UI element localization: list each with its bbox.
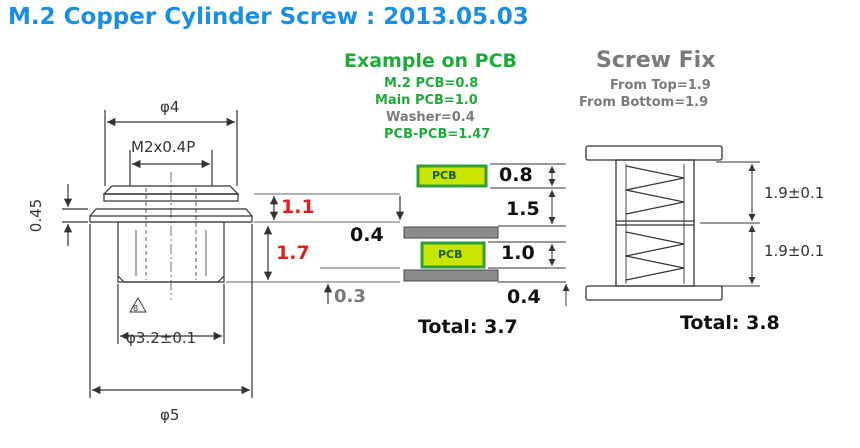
stack-dim-3: 0.4: [507, 286, 541, 308]
pcb-bottom-label: PCB: [438, 248, 463, 261]
example-line-main: Main PCB=1.0: [375, 93, 478, 108]
mark-label: 8: [133, 304, 139, 313]
top-dia-label: φ4: [160, 98, 180, 116]
stack-dim-1: 1.5: [506, 198, 540, 220]
example-total: Total: 3.7: [418, 316, 518, 338]
red-dim-top: 1.1: [281, 196, 315, 218]
example-line-m2: M.2 PCB=0.8: [384, 76, 479, 91]
screw-fix-heading: Screw Fix: [596, 48, 716, 73]
washer-gap-label: 0.4: [350, 224, 384, 246]
example-line-washer: Washer=0.4: [386, 110, 475, 125]
screw-fix-line-top: From Top=1.9: [610, 78, 711, 93]
thread-label: M2x0.4P: [131, 138, 196, 156]
fix-dim-bottom: 1.9±0.1: [764, 242, 825, 260]
screw-fix: [585, 145, 760, 301]
red-dim-bottom: 1.7: [276, 242, 310, 264]
stack-dim-0: 0.8: [499, 164, 533, 186]
screw-fix-line-bottom: From Bottom=1.9: [579, 95, 709, 110]
body-dia-label: φ3.2±0.1: [126, 329, 197, 347]
example-line-pcb-pcb: PCB-PCB=1.47: [384, 127, 491, 142]
gray-dim: 0.3: [334, 286, 366, 307]
fix-dim-top: 1.9±0.1: [764, 184, 825, 202]
example-heading: Example on PCB: [344, 50, 518, 72]
flange-thickness-label: 0.45: [27, 198, 46, 233]
pcb-stack: [403, 163, 570, 306]
screw-section: [62, 110, 405, 398]
screw-fix-total: Total: 3.8: [680, 312, 780, 334]
page-title: M.2 Copper Cylinder Screw : 2013.05.03: [8, 4, 529, 30]
base-dia-label: φ5: [160, 406, 180, 424]
pcb-top-label: PCB: [432, 169, 457, 182]
stack-dim-2: 1.0: [501, 242, 535, 264]
